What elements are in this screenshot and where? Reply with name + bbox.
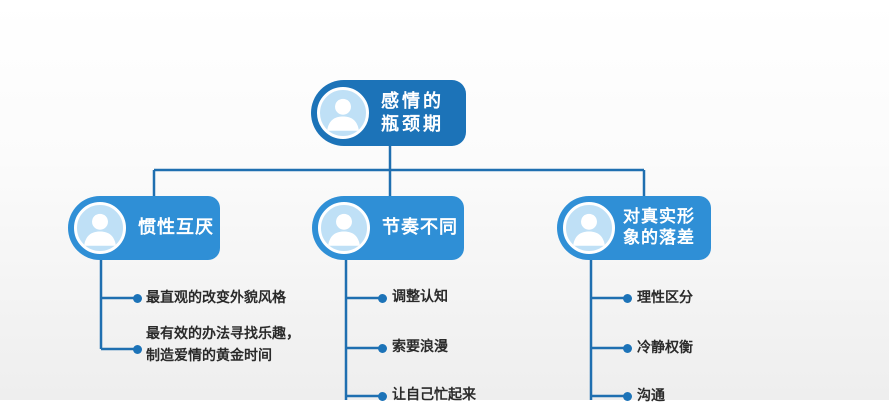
root-node: 感情的 瓶颈期	[311, 80, 466, 146]
branch-node-3: 对真实形 象的落差	[557, 196, 711, 260]
leaf-b1-1: 最直观的改变外貌风格	[146, 290, 286, 306]
root-node-label-line-2: 瓶颈期	[381, 114, 444, 135]
person-icon	[318, 202, 370, 254]
leaf-bullet	[623, 392, 632, 401]
person-icon	[317, 87, 369, 139]
branch-node-2: 节奏不同	[312, 196, 464, 260]
root-node-label: 感情的 瓶颈期	[381, 90, 444, 137]
root-node-label-line-1: 感情的	[381, 90, 444, 112]
branch-node-3-label: 对真实形 象的落差	[623, 207, 695, 250]
leaf-b3-3: 沟通	[637, 388, 665, 404]
branch-node-1-label: 惯性互厌	[138, 217, 214, 239]
leaf-bullet	[133, 294, 142, 303]
leaf-bullet	[623, 294, 632, 303]
leaf-b1-2-line-2: 制造爱情的黄金时间	[146, 348, 272, 364]
leaf-bullet	[378, 294, 387, 303]
branch-node-3-label-line-2: 象的落差	[623, 228, 695, 248]
leaf-b2-1: 调整认知	[392, 289, 448, 305]
leaf-bullet	[623, 344, 632, 353]
leaf-bullet	[378, 344, 387, 353]
leaf-b2-2: 索要浪漫	[392, 339, 448, 355]
leaf-bullet	[378, 392, 387, 401]
person-icon	[74, 202, 126, 254]
leaf-b1-2-line-1: 最有效的办法寻找乐趣，	[146, 326, 300, 342]
leaf-bullet	[133, 345, 142, 354]
leaf-b2-3: 让自己忙起来	[392, 387, 476, 403]
leaf-b3-1: 理性区分	[637, 290, 693, 306]
branch-node-1: 惯性互厌	[68, 196, 220, 260]
branch-node-3-label-line-1: 对真实形	[623, 206, 695, 227]
leaf-b3-2: 冷静权衡	[637, 340, 693, 356]
branch-node-2-label: 节奏不同	[382, 217, 458, 239]
person-icon	[563, 202, 615, 254]
